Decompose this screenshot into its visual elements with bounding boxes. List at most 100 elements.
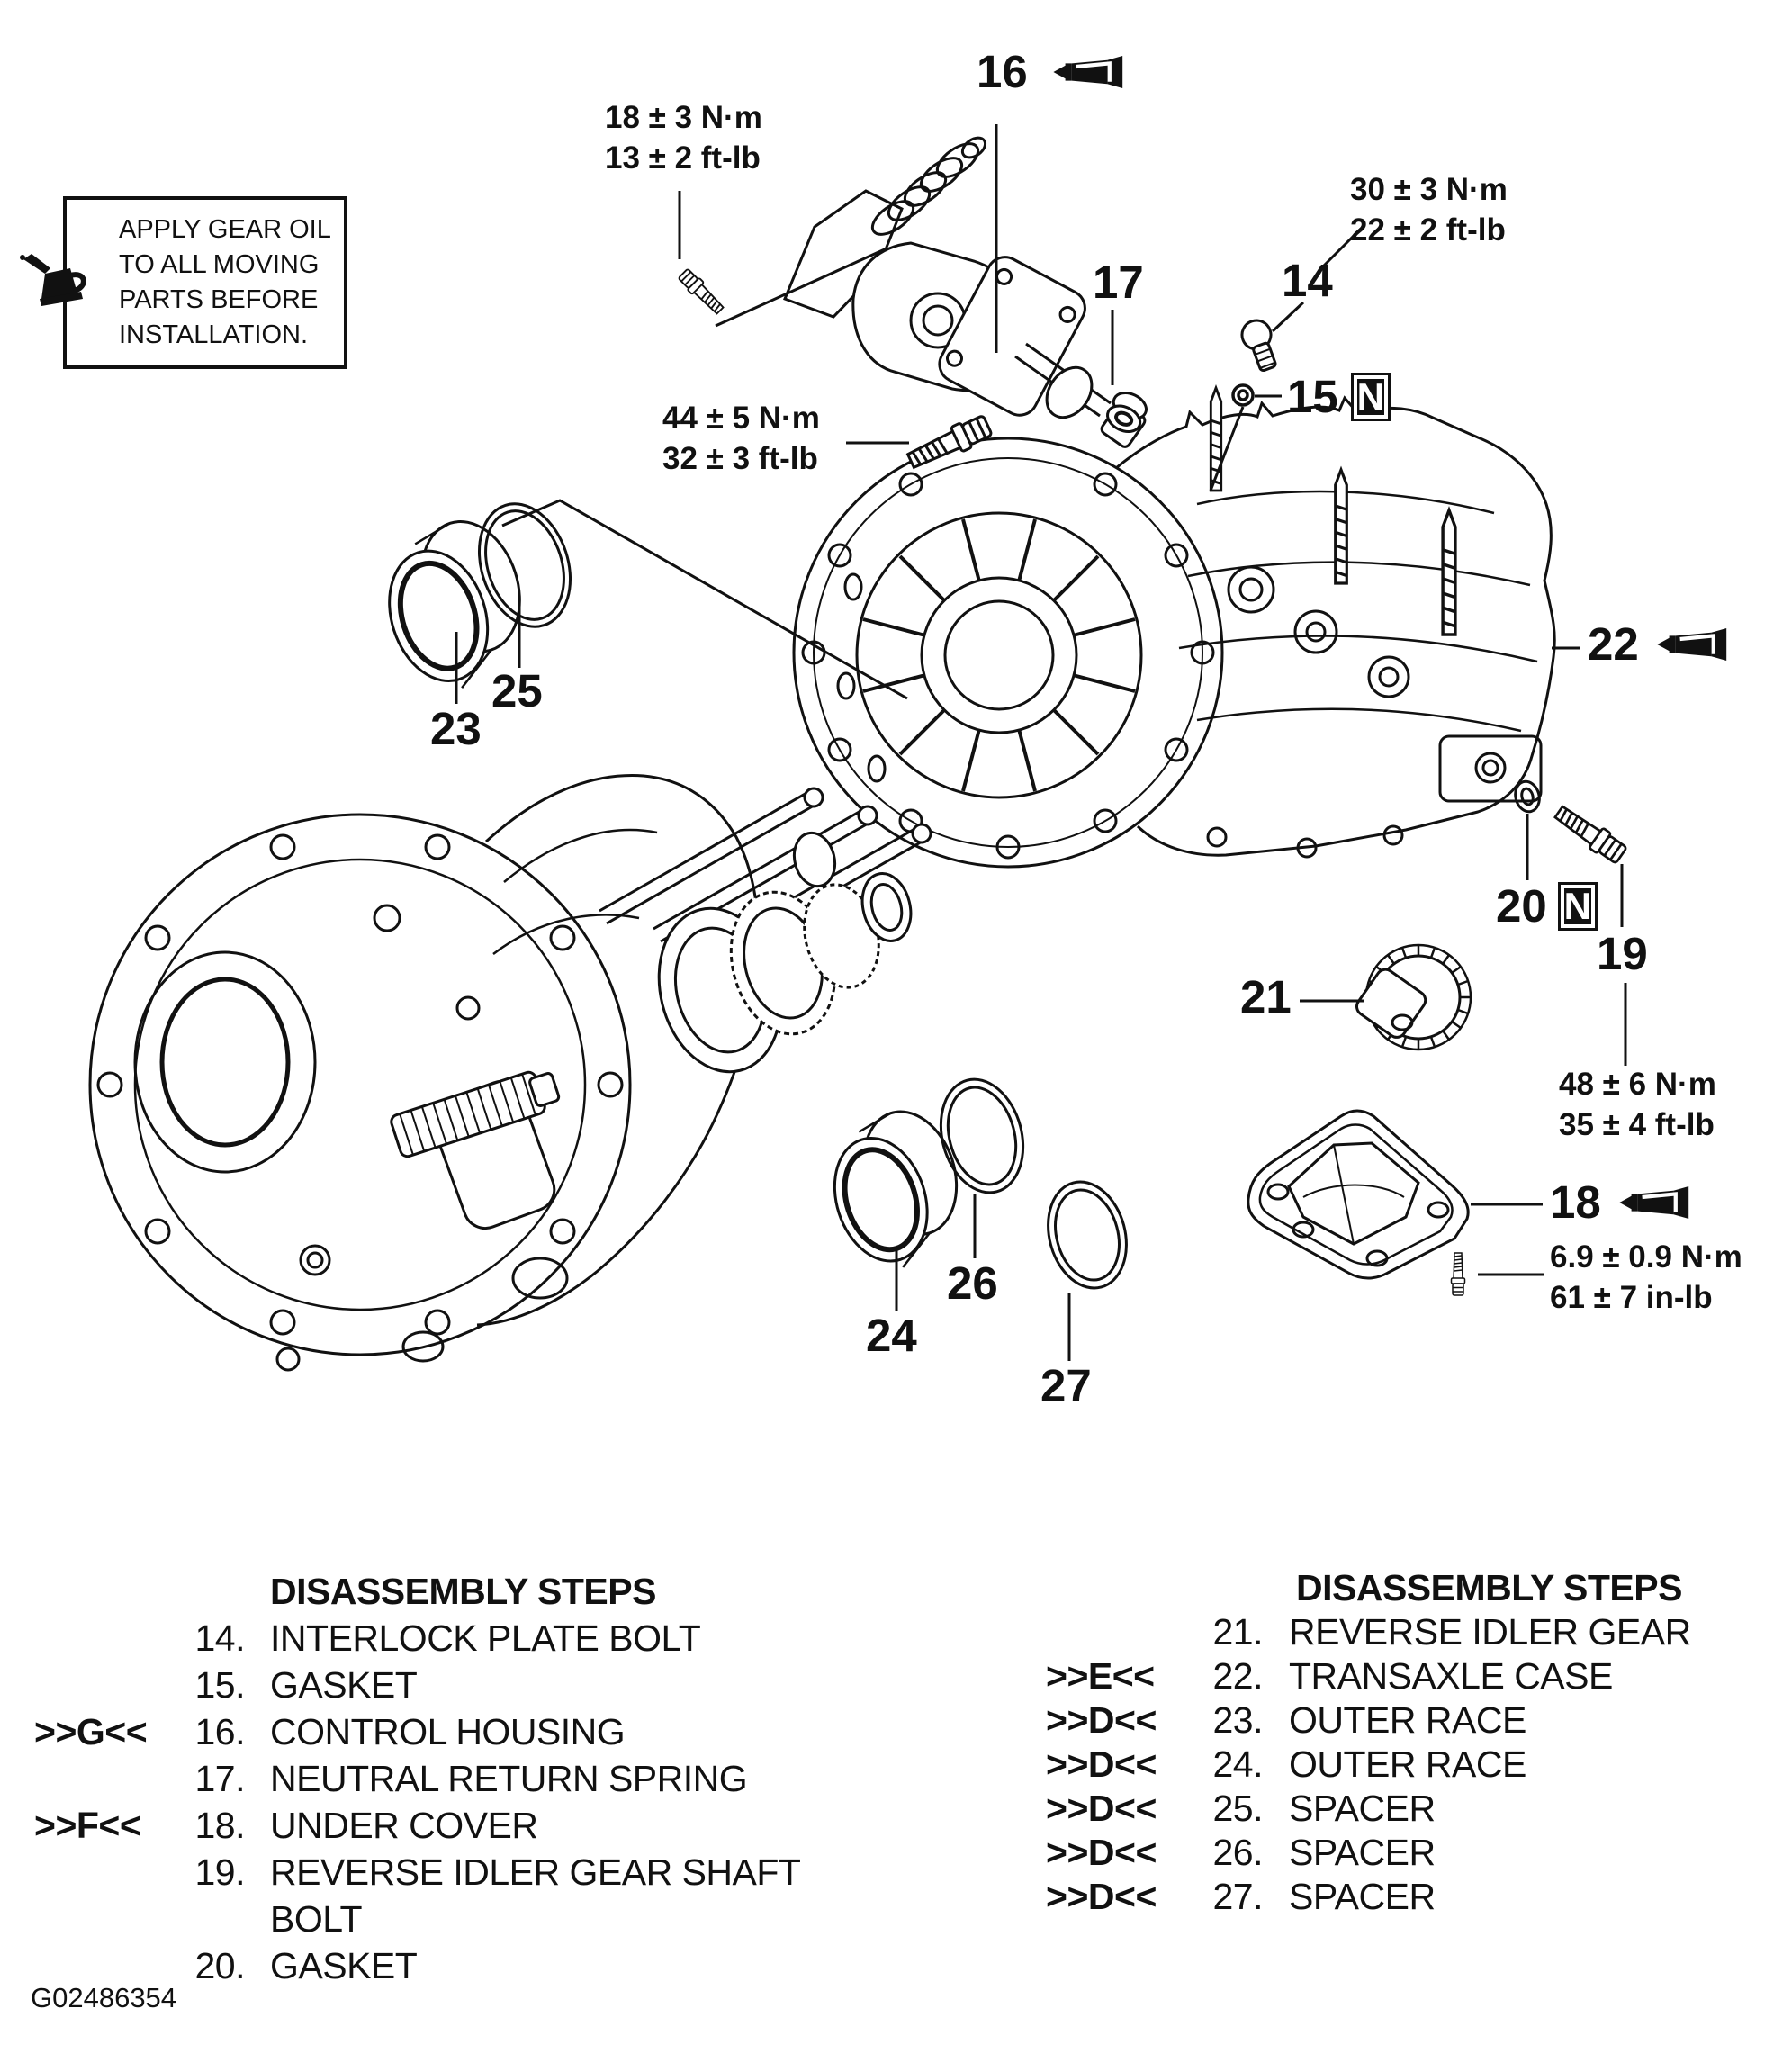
list-item: 20. GASKET <box>34 1942 826 1989</box>
step-label: NEUTRAL RETURN SPRING <box>270 1758 748 1799</box>
screw-under-cover <box>1450 1252 1466 1296</box>
list-item: >>D<< 27. SPACER <box>1046 1875 1784 1919</box>
list-item: 14. INTERLOCK PLATE BOLT <box>34 1615 826 1662</box>
torque-nm: 30 ± 3 N·m <box>1350 172 1508 207</box>
list-header: DISASSEMBLY STEPS <box>270 1571 656 1612</box>
step-label: REVERSE IDLER GEAR SHAFT BOLT <box>270 1851 800 1940</box>
step-label: SPACER <box>1289 1832 1436 1873</box>
torque-nm: 18 ± 3 N·m <box>605 100 762 135</box>
sealant-tube-icon <box>1053 56 1122 88</box>
plug-14 <box>1240 319 1277 373</box>
step-marker: >>E<< <box>1046 1655 1155 1697</box>
bolt-18nm <box>676 266 727 318</box>
list-item: 19. REVERSE IDLER GEAR SHAFT BOLT <box>34 1849 826 1942</box>
part-label-15: 15 N <box>1287 373 1391 421</box>
part-label-18: 18 <box>1550 1179 1695 1226</box>
part-number: 17 <box>1093 257 1144 308</box>
torque-nm: 6.9 ± 0.9 N·m <box>1550 1239 1742 1275</box>
step-number: 18. <box>194 1805 246 1846</box>
step-number: 26. <box>1212 1832 1264 1873</box>
list-item: >>D<< 24. OUTER RACE <box>1046 1743 1784 1787</box>
list-item: 21. REVERSE IDLER GEAR <box>1046 1610 1784 1654</box>
step-number: 19. <box>194 1851 246 1893</box>
bolt-44nm <box>904 411 995 475</box>
note-line-3: PARTS BEFORE <box>119 285 319 314</box>
step-number: 24. <box>1212 1743 1264 1785</box>
step-number: 25. <box>1212 1788 1264 1829</box>
part-number: 24 <box>866 1310 917 1361</box>
transaxle-case-drawing <box>792 395 1556 869</box>
part-label-20: 20 N <box>1496 882 1598 931</box>
torque-ftlb: 35 ± 4 ft-lb <box>1559 1107 1715 1142</box>
part-label-21: 21 <box>1240 974 1292 1021</box>
disassembly-steps-right: DISASSEMBLY STEPS 21. REVERSE IDLER GEAR… <box>1046 1566 1784 1919</box>
part-label-16: 16 <box>977 49 1129 95</box>
part-label-25: 25 <box>491 668 543 715</box>
step-label: SPACER <box>1289 1788 1436 1829</box>
spacer-25 <box>477 502 572 628</box>
under-cover-drawing <box>1247 1109 1470 1280</box>
step-number: 23. <box>1212 1699 1264 1741</box>
step-marker: >>G<< <box>34 1711 148 1752</box>
list-item: >>D<< 23. OUTER RACE <box>1046 1698 1784 1743</box>
note-line-4: INSTALLATION. <box>119 320 309 349</box>
gear-oil-note-box: APPLY GEAR OIL TO ALL MOVING PARTS BEFOR… <box>20 196 347 369</box>
list-item: 17. NEUTRAL RETURN SPRING <box>34 1755 826 1802</box>
part-number: 25 <box>491 665 543 716</box>
step-number: 15. <box>194 1664 246 1706</box>
torque-note-control-housing: 18 ± 3 N·m 13 ± 2 ft-lb <box>605 97 762 178</box>
part-label-19: 19 <box>1597 931 1648 977</box>
torque-inlb: 61 ± 7 in-lb <box>1550 1280 1713 1315</box>
oring-20 <box>1514 779 1541 814</box>
step-marker: >>D<< <box>1046 1832 1157 1873</box>
part-number: 14 <box>1282 255 1333 306</box>
torque-note-idler-shaft-bolt: 48 ± 6 N·m 35 ± 4 ft-lb <box>1559 1064 1716 1145</box>
part-number: 26 <box>947 1257 998 1309</box>
note-line-1: APPLY GEAR OIL <box>119 215 331 244</box>
part-label-26: 26 <box>947 1260 998 1307</box>
step-number: 21. <box>1212 1611 1264 1653</box>
torque-note-case-bolt: 44 ± 5 N·m 32 ± 3 ft-lb <box>662 398 820 479</box>
reverse-idler-gear-drawing <box>1355 943 1472 1051</box>
step-label: OUTER RACE <box>1289 1743 1526 1785</box>
part-label-27: 27 <box>1040 1363 1092 1410</box>
outer-race-24 <box>833 1110 959 1268</box>
list-item: >>D<< 26. SPACER <box>1046 1831 1784 1875</box>
step-number: 16. <box>194 1711 246 1752</box>
part-label-14: 14 <box>1282 257 1333 304</box>
gear-cluster-drawing <box>599 787 932 1074</box>
torque-nm: 44 ± 5 N·m <box>662 401 820 436</box>
note-line-2: TO ALL MOVING <box>119 250 320 279</box>
torque-note-under-cover-screw: 6.9 ± 0.9 N·m 61 ± 7 in-lb <box>1550 1237 1742 1318</box>
oring-15 <box>1231 383 1255 407</box>
part-label-17: 17 <box>1093 259 1144 306</box>
bolt-19 <box>1550 800 1630 867</box>
step-label: OUTER RACE <box>1289 1699 1526 1741</box>
step-marker: >>D<< <box>1046 1788 1157 1829</box>
case-studs <box>1209 386 1457 636</box>
step-number: 20. <box>194 1945 246 1986</box>
oil-can-icon <box>20 254 86 306</box>
step-number: 22. <box>1212 1655 1264 1697</box>
step-marker: >>D<< <box>1046 1876 1157 1917</box>
part-number: 22 <box>1588 618 1639 670</box>
step-label: CONTROL HOUSING <box>270 1711 626 1752</box>
list-item: >>G<< 16. CONTROL HOUSING <box>34 1708 826 1755</box>
n-box-icon: N <box>1350 373 1391 421</box>
sealant-tube-icon <box>1657 628 1726 661</box>
step-label: SPACER <box>1289 1876 1436 1917</box>
step-marker: >>F<< <box>34 1805 141 1846</box>
step-label: INTERLOCK PLATE BOLT <box>270 1617 701 1659</box>
part-number: 15 <box>1287 371 1338 422</box>
spring-17 <box>1106 391 1148 434</box>
spacer-27 <box>1047 1180 1128 1290</box>
step-number: 14. <box>194 1617 246 1659</box>
torque-ftlb: 32 ± 3 ft-lb <box>662 441 818 476</box>
torque-nm: 48 ± 6 N·m <box>1559 1067 1716 1102</box>
part-label-23: 23 <box>430 706 482 752</box>
step-label: GASKET <box>270 1664 418 1706</box>
list-item: >>D<< 25. SPACER <box>1046 1787 1784 1831</box>
disassembly-steps-left: DISASSEMBLY STEPS 14. INTERLOCK PLATE BO… <box>34 1568 826 1989</box>
list-header: DISASSEMBLY STEPS <box>1296 1567 1682 1608</box>
